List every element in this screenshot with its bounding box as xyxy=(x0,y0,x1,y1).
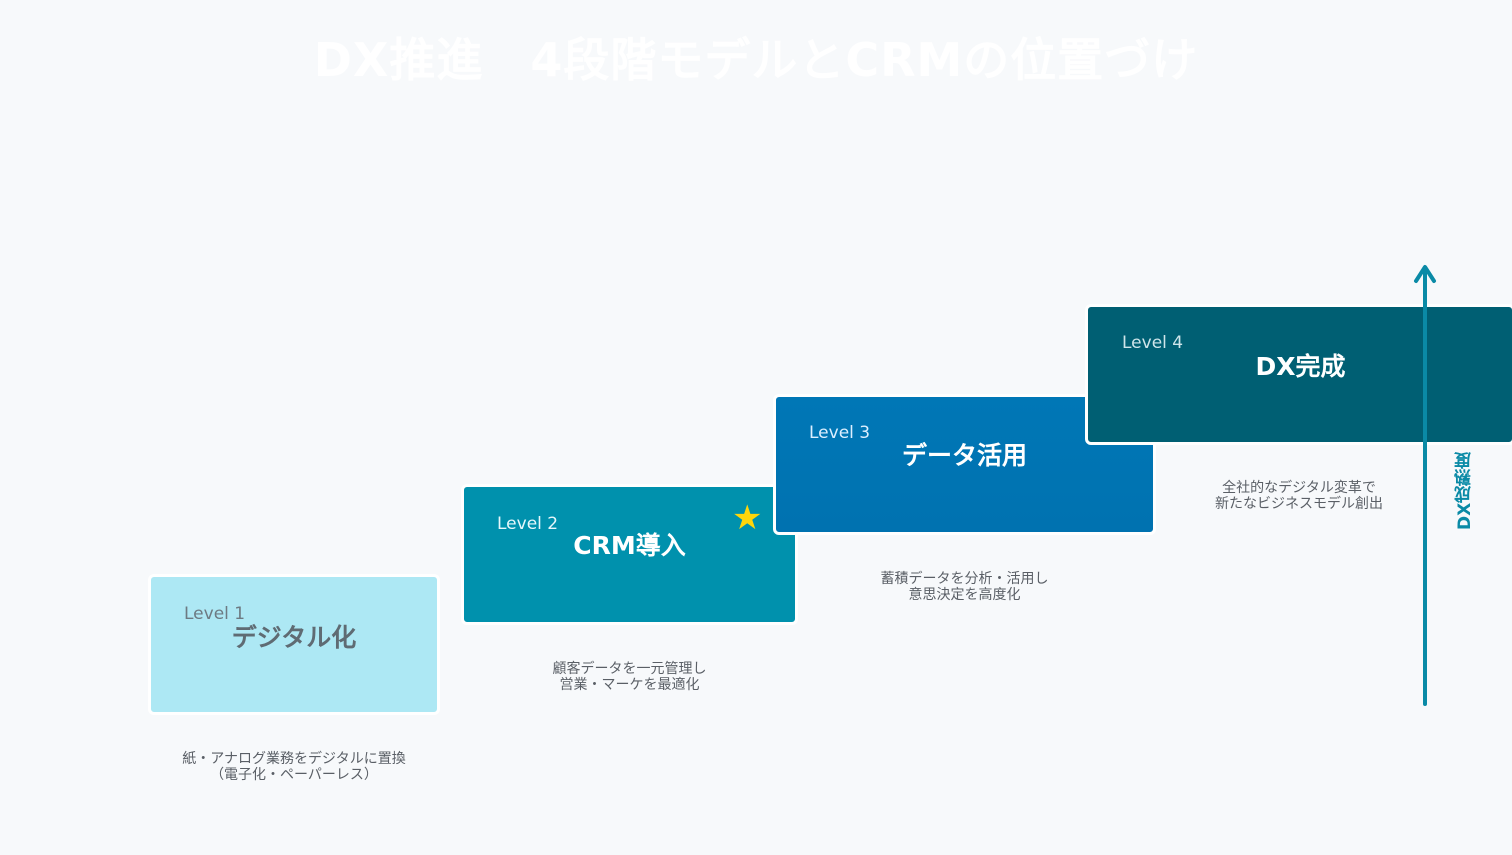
step-description-4: 全社的なデジタル変革で 新たなビジネスモデル創出 xyxy=(1100,480,1498,512)
step-level-1: Level 1 デジタル化 xyxy=(148,574,440,715)
star-icon: ★ xyxy=(732,498,763,538)
step-description-2: 顧客データを一元管理し 営業・マーケを最適化 xyxy=(461,661,798,693)
description-line: 全社的なデジタル変革で xyxy=(1222,480,1376,496)
step-level-2: Level 2 CRM導入 ★ xyxy=(461,484,798,625)
step-name: CRM導入 xyxy=(573,531,686,560)
description-line: （電子化・ペーパーレス） xyxy=(210,767,378,783)
description-line: 新たなビジネスモデル創出 xyxy=(1215,496,1383,512)
step-name: デジタル化 xyxy=(231,623,357,652)
page-title: DX推進 4段階モデルとCRMの位置づけ xyxy=(313,33,1199,87)
step-description-1: 紙・アナログ業務をデジタルに置換 （電子化・ペーパーレス） xyxy=(148,751,440,783)
description-line: 紙・アナログ業務をデジタルに置換 xyxy=(182,751,406,767)
step-description-3: 蓄積データを分析・活用し 意思決定を高度化 xyxy=(773,571,1156,603)
step-level-label: Level 1 xyxy=(184,604,246,624)
step-name: データ活用 xyxy=(901,441,1027,470)
step-level-label: Level 4 xyxy=(1122,333,1184,353)
description-line: 蓄積データを分析・活用し xyxy=(880,571,1049,587)
description-line: 意思決定を高度化 xyxy=(908,587,1021,603)
maturity-arrow-icon xyxy=(1414,265,1436,706)
axis-label: DX成熟度 xyxy=(1455,451,1475,530)
step-level-4: Level 4 DX完成 xyxy=(1085,304,1512,445)
step-level-label: Level 2 xyxy=(497,514,559,534)
step-level-label: Level 3 xyxy=(809,423,871,443)
step-name: DX完成 xyxy=(1255,352,1346,381)
description-line: 顧客データを一元管理し xyxy=(552,661,707,677)
description-line: 営業・マーケを最適化 xyxy=(559,677,700,693)
